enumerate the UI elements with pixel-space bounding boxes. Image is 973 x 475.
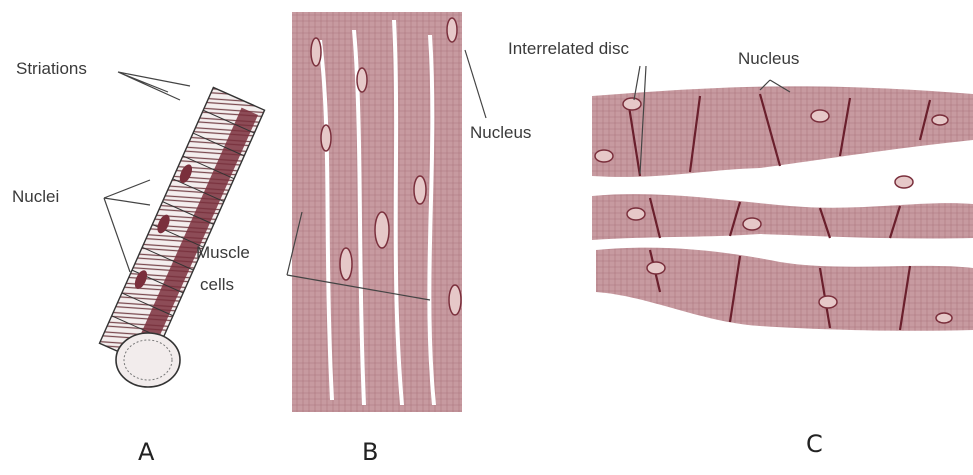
panel-c-drawing (592, 66, 973, 331)
panel-letter-b: B (362, 440, 378, 464)
panel-b-drawing (287, 12, 486, 412)
skeletal-fiber (99, 87, 264, 366)
label-striations: Striations (16, 60, 87, 77)
panel-letter-c: C (806, 432, 823, 456)
label-muscle-cells-line2: cells (200, 276, 234, 293)
label-nucleus-b: Nucleus (470, 124, 531, 141)
cardiac-band-2 (592, 194, 973, 240)
label-nuclei: Nuclei (12, 188, 59, 205)
label-interrelated-disc: Interrelated disc (508, 40, 629, 57)
panel-a-drawing (99, 72, 264, 387)
cardiac-band-1 (592, 86, 973, 177)
fiber-cross-section (116, 333, 180, 387)
label-nucleus-c: Nucleus (738, 50, 799, 67)
label-muscle-cells-line1: Muscle (196, 244, 250, 261)
panel-letter-a: A (138, 440, 154, 464)
